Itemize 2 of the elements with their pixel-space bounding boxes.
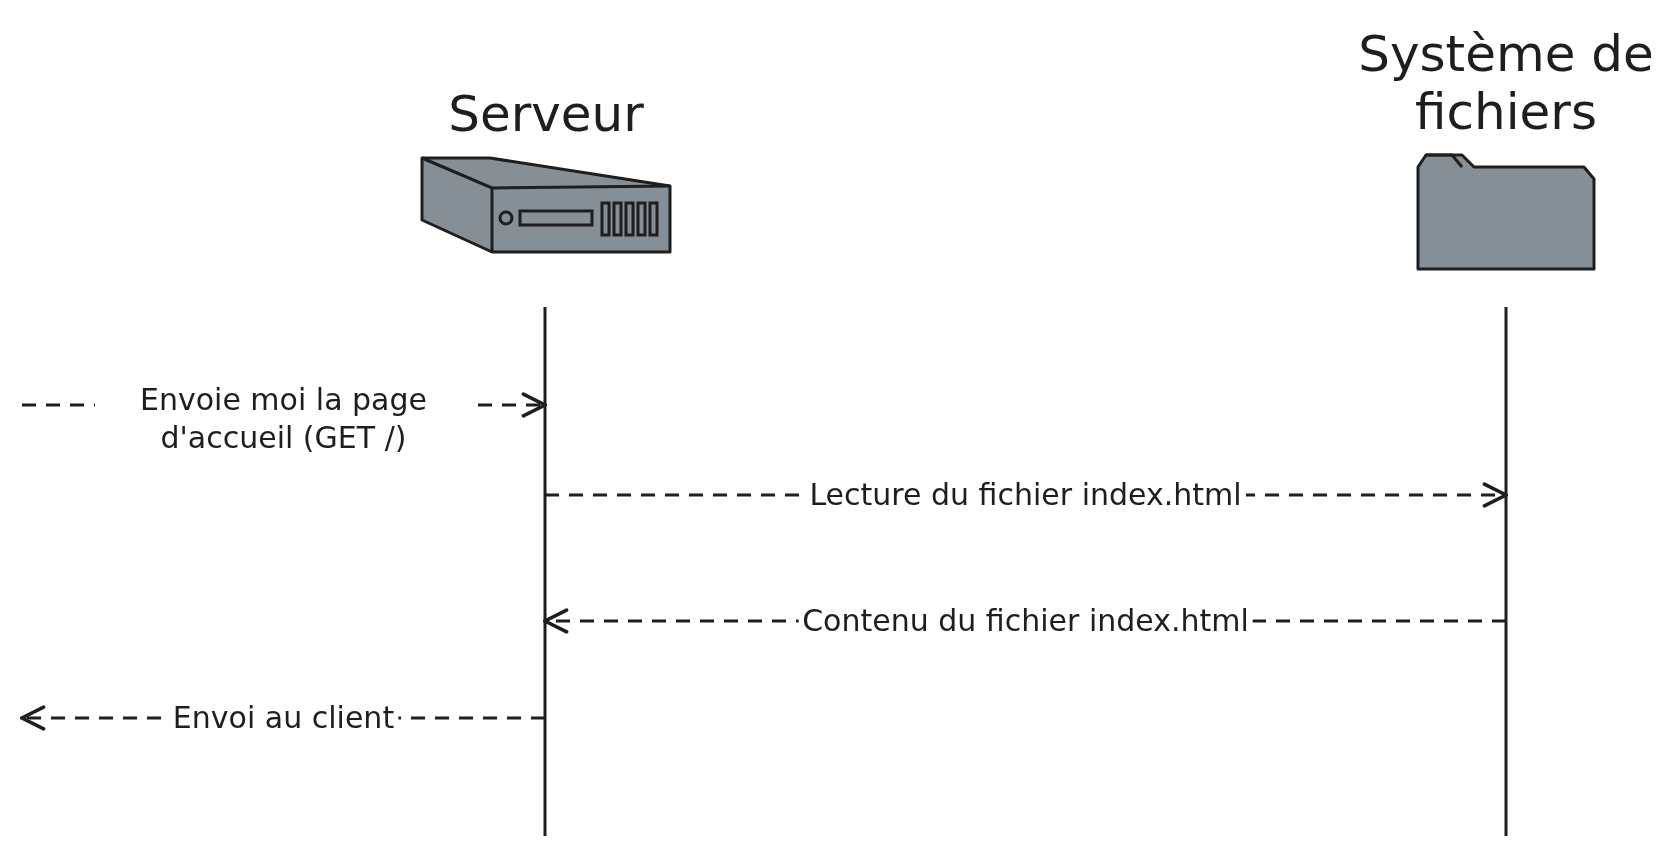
actor-title: Serveur xyxy=(448,86,644,144)
actor-title: Système de fichiers xyxy=(1357,26,1655,141)
